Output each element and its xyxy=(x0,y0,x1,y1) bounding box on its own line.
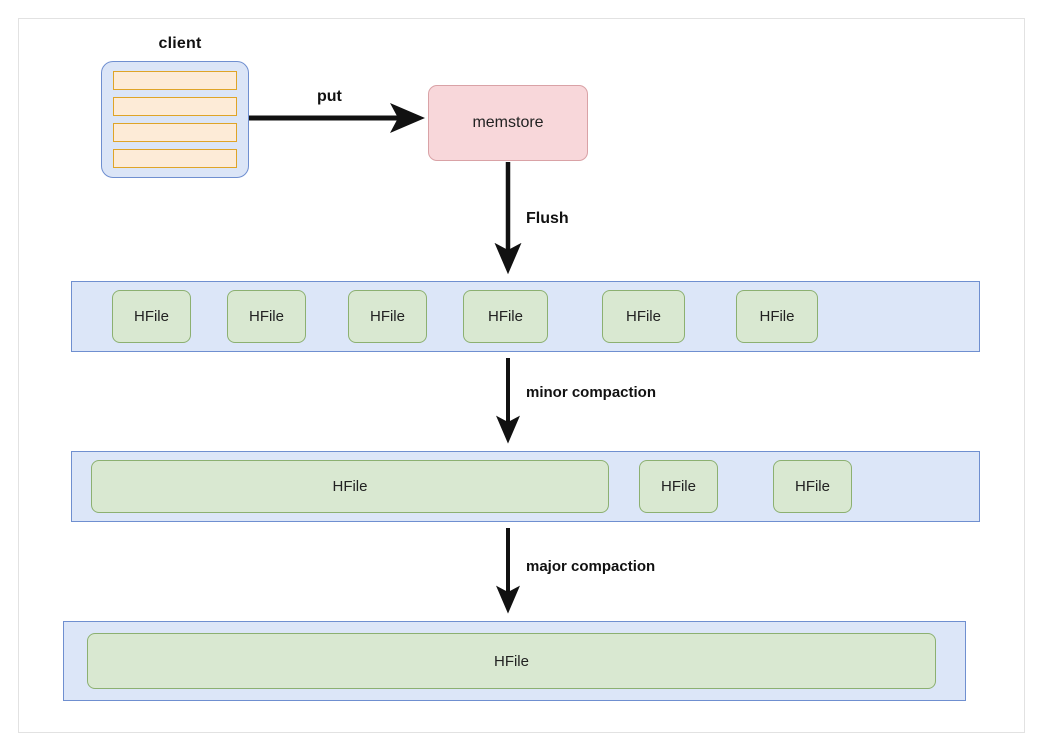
hfile-box: HFile xyxy=(91,460,609,513)
client-record-row xyxy=(113,149,237,168)
hfile-container-after-flush: HFile HFile HFile HFile HFile HFile xyxy=(71,281,980,352)
hfile-box: HFile xyxy=(736,290,818,343)
hfile-box: HFile xyxy=(87,633,936,689)
put-arrow-label: put xyxy=(317,88,342,105)
client-record-row xyxy=(113,123,237,142)
major-compaction-arrow-label: major compaction xyxy=(526,558,656,575)
hfile-box: HFile xyxy=(602,290,685,343)
hfile-box: HFile xyxy=(112,290,191,343)
client-label: client xyxy=(158,35,202,52)
flush-arrow-label: Flush xyxy=(526,210,569,227)
client-box xyxy=(101,61,249,178)
hfile-box: HFile xyxy=(773,460,852,513)
hfile-box: HFile xyxy=(227,290,306,343)
hfile-box: HFile xyxy=(463,290,548,343)
memstore-box: memstore xyxy=(428,85,588,161)
hfile-container-after-major-compaction: HFile xyxy=(63,621,966,701)
hfile-box: HFile xyxy=(639,460,718,513)
client-record-row xyxy=(113,71,237,90)
hfile-container-after-minor-compaction: HFile HFile HFile xyxy=(71,451,980,522)
client-record-row xyxy=(113,97,237,116)
minor-compaction-arrow-label: minor compaction xyxy=(526,384,657,401)
hfile-box: HFile xyxy=(348,290,427,343)
